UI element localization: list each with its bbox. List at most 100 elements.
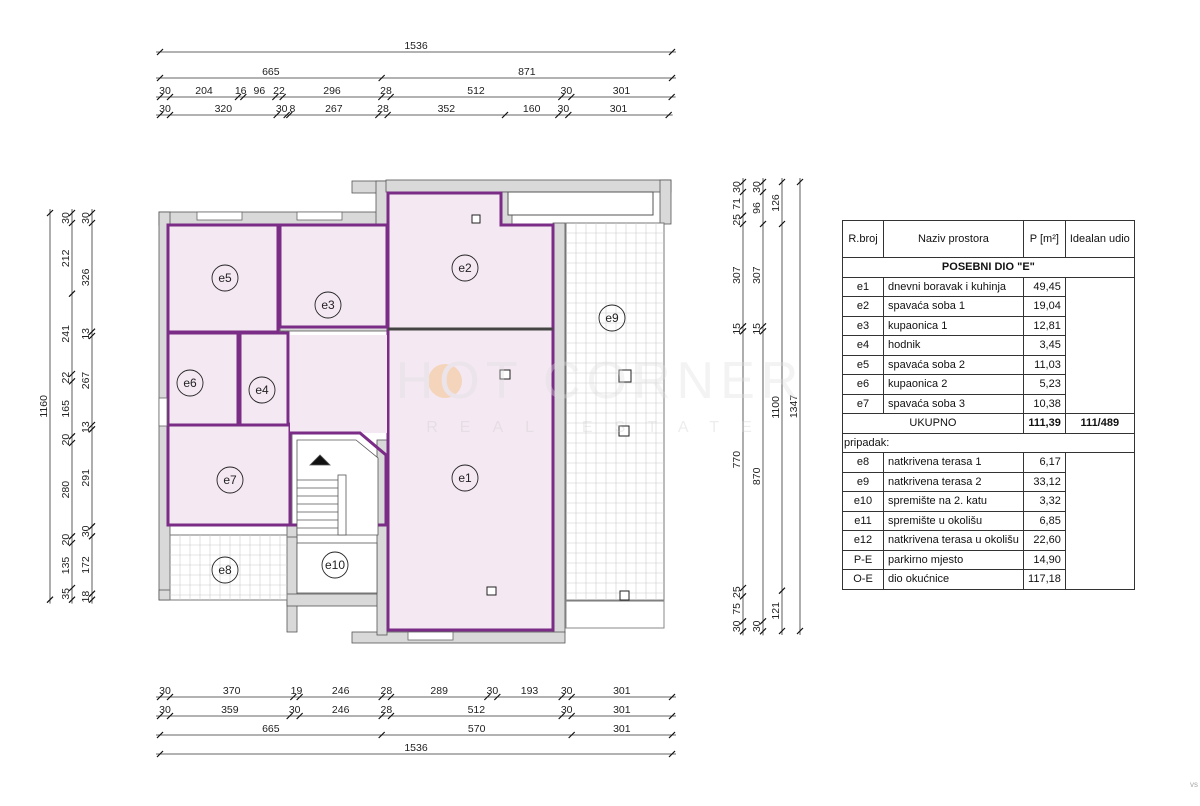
cell-name: spremište u okolišu bbox=[883, 510, 1024, 531]
dimension-tick bbox=[759, 322, 767, 330]
dimension-tick bbox=[88, 332, 96, 340]
room-label-e8: e8 bbox=[218, 563, 232, 577]
dimension-value: 20 bbox=[60, 434, 72, 446]
dimension-value: 267 bbox=[325, 103, 343, 115]
dimension-tick bbox=[759, 627, 767, 635]
dimension-value: 28 bbox=[380, 704, 392, 716]
staircase bbox=[296, 439, 379, 594]
dimension-tick bbox=[739, 188, 747, 196]
dimension-tick bbox=[68, 377, 76, 385]
cell-name: spavaća soba 2 bbox=[883, 354, 1024, 375]
dimension-tick bbox=[739, 592, 747, 600]
dimension-tick bbox=[283, 111, 291, 119]
dimension-tick bbox=[271, 93, 279, 101]
dimension-tick bbox=[286, 712, 294, 720]
room-e3 bbox=[278, 223, 389, 329]
cell-name: natkrivena terasa 2 bbox=[883, 471, 1024, 492]
cell-area: 19,04 bbox=[1022, 296, 1066, 317]
dimension-tick bbox=[483, 693, 491, 701]
dimension-tick bbox=[387, 693, 395, 701]
dimension-tick bbox=[68, 370, 76, 378]
dimension-tick bbox=[759, 220, 767, 228]
appurtenance-label: pripadak: bbox=[842, 432, 1135, 453]
dimension-tick bbox=[68, 539, 76, 547]
dimension-value: 352 bbox=[438, 103, 456, 115]
table-header: R.broj Naziv prostora P [m²] Idealan udi… bbox=[842, 220, 1135, 258]
dimension-value: 96 bbox=[751, 202, 763, 214]
cell-name: natkrivena terasa u okolišu bbox=[883, 530, 1024, 551]
dimension-tick bbox=[387, 712, 395, 720]
dimension-value: 30 bbox=[751, 620, 763, 632]
cell-area: 12,81 bbox=[1022, 315, 1066, 336]
dimension-value: 30 bbox=[731, 620, 743, 632]
dimension-value: 871 bbox=[518, 66, 536, 78]
cell-id: e1 bbox=[842, 276, 884, 297]
dimension-tick bbox=[296, 712, 304, 720]
cell-id: e2 bbox=[842, 296, 884, 317]
cell-name: spavaća soba 3 bbox=[883, 393, 1024, 414]
dimension-value: 121 bbox=[770, 602, 782, 620]
dimension-value: 320 bbox=[215, 103, 233, 115]
dimension-tick bbox=[68, 290, 76, 298]
dimension-tick bbox=[668, 750, 676, 758]
window bbox=[296, 211, 343, 221]
dimension-value: 28 bbox=[380, 85, 392, 97]
dimension-tick bbox=[46, 209, 54, 217]
dimension-value: 22 bbox=[273, 85, 285, 97]
dimension-tick bbox=[759, 188, 767, 196]
columns bbox=[471, 214, 632, 601]
dimension-tick bbox=[156, 731, 164, 739]
dimension-tick bbox=[156, 750, 164, 758]
room-label-e5: e5 bbox=[218, 271, 232, 285]
dimension-value: 19 bbox=[291, 685, 303, 697]
cell-area: 6,85 bbox=[1022, 510, 1066, 531]
dimension-tick bbox=[759, 178, 767, 186]
room-label-e7: e7 bbox=[223, 473, 237, 487]
cell-area: 22,60 bbox=[1022, 530, 1066, 551]
dimension-tick bbox=[739, 220, 747, 228]
dimension-tick bbox=[564, 111, 572, 119]
dimension-tick bbox=[759, 617, 767, 625]
dimension-tick bbox=[88, 522, 96, 530]
watermark-brand: HOT CORNER bbox=[396, 352, 805, 410]
cell-name: dnevni boravak i kuhinja bbox=[883, 276, 1024, 297]
dimension-tick bbox=[273, 111, 281, 119]
dimension-tick bbox=[387, 93, 395, 101]
dimension-tick bbox=[239, 93, 247, 101]
cell-id: P-E bbox=[842, 549, 884, 570]
dimension-tick bbox=[665, 111, 673, 119]
dimension-tick bbox=[156, 693, 164, 701]
dimension-tick bbox=[68, 532, 76, 540]
dimension-tick bbox=[234, 93, 242, 101]
dimension-value: 301 bbox=[613, 685, 631, 697]
dimension-tick bbox=[156, 712, 164, 720]
wall-stair-left bbox=[286, 536, 298, 633]
dimension-tick bbox=[739, 212, 747, 220]
dimension-value: 30 bbox=[80, 212, 92, 224]
dimension-value: 30 bbox=[289, 704, 301, 716]
dimension-tick bbox=[668, 48, 676, 56]
dimension-value: 665 bbox=[262, 723, 280, 735]
dimension-value: 301 bbox=[613, 704, 631, 716]
dimension-value: 75 bbox=[731, 603, 743, 615]
dimension-tick bbox=[739, 178, 747, 186]
room-label-circle bbox=[451, 464, 479, 492]
dimension-value: 30 bbox=[731, 181, 743, 193]
dimension-tick bbox=[739, 627, 747, 635]
dimension-tick bbox=[377, 93, 385, 101]
room-label-e6: e6 bbox=[183, 376, 197, 390]
cell-id: e11 bbox=[842, 510, 884, 531]
cell-area: 11,03 bbox=[1022, 354, 1066, 375]
dimension-tick bbox=[285, 111, 293, 119]
hall-link bbox=[290, 335, 387, 433]
dimension-value: 301 bbox=[610, 103, 628, 115]
dimension-tick bbox=[156, 93, 164, 101]
dimension-tick bbox=[88, 421, 96, 429]
cell-area: 49,45 bbox=[1022, 276, 1066, 297]
room-label-circle bbox=[314, 291, 342, 319]
